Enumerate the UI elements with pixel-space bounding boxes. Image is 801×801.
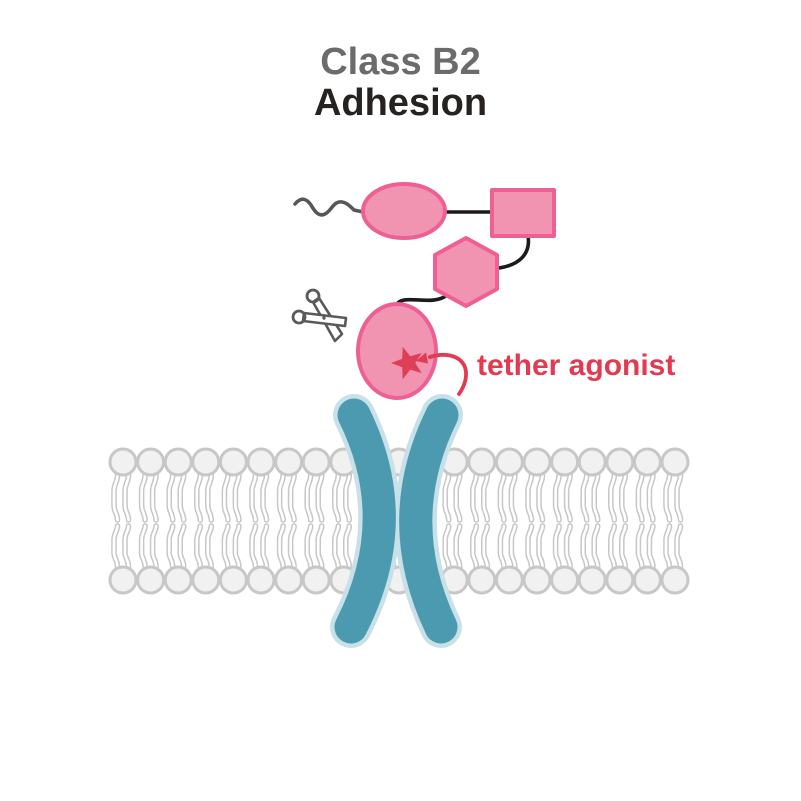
- lipid-head: [246, 565, 276, 595]
- domain-rectangle: [490, 188, 556, 238]
- n-terminus-squiggle: [293, 197, 365, 217]
- lipid-head: [632, 447, 662, 477]
- scissors-ring: [291, 309, 307, 325]
- lipid-head: [163, 447, 193, 477]
- lipid-head: [550, 447, 580, 477]
- lipid-head: [577, 565, 607, 595]
- lipid-head: [494, 565, 524, 595]
- lipid-head: [660, 565, 690, 595]
- tether-agonist-label: tether agonist: [477, 349, 676, 382]
- scissors-ring: [305, 288, 321, 304]
- lipid-head: [494, 447, 524, 477]
- star-icon: [391, 346, 422, 380]
- diagram-title: Class B2 Adhesion: [0, 42, 801, 124]
- lipid-head: [218, 447, 248, 477]
- lipid-head: [522, 447, 552, 477]
- lipid-head: [274, 565, 304, 595]
- lipid-head: [136, 447, 166, 477]
- tether-agonist-arrowhead: [416, 352, 428, 364]
- title-class-line: Class B2: [320, 41, 481, 83]
- domain-hexagon: [433, 236, 499, 308]
- lipid-head: [577, 447, 607, 477]
- lipid-head: [136, 565, 166, 595]
- lipid-head: [632, 565, 662, 595]
- tether-agonist-pointer: [428, 352, 468, 396]
- lipid-head: [108, 565, 138, 595]
- lipid-head: [108, 447, 138, 477]
- lipid-head: [605, 447, 635, 477]
- lipid-head: [274, 447, 304, 477]
- lipid-head: [605, 565, 635, 595]
- linker-rect-hexagon: [497, 234, 531, 270]
- lipid-head: [191, 565, 221, 595]
- title-family-line: Adhesion: [313, 82, 488, 124]
- scissors-pivot: [322, 316, 326, 320]
- lipid-head: [550, 565, 580, 595]
- lipid-head: [163, 565, 193, 595]
- lipid-head: [467, 447, 497, 477]
- lipid-head: [246, 447, 276, 477]
- lipid-head: [301, 447, 331, 477]
- lipid-head: [467, 565, 497, 595]
- tm-helix-left: [334, 398, 396, 644]
- lipid-head: [301, 565, 331, 595]
- scissors-icon: [291, 288, 348, 343]
- lipid-head: [660, 447, 690, 477]
- lipid-head: [218, 565, 248, 595]
- lipid-head: [191, 447, 221, 477]
- gain-domain-ellipse: [356, 302, 438, 400]
- tm-helix-right: [399, 398, 459, 644]
- nterm-domain-ellipse: [361, 182, 447, 240]
- lipid-head: [522, 565, 552, 595]
